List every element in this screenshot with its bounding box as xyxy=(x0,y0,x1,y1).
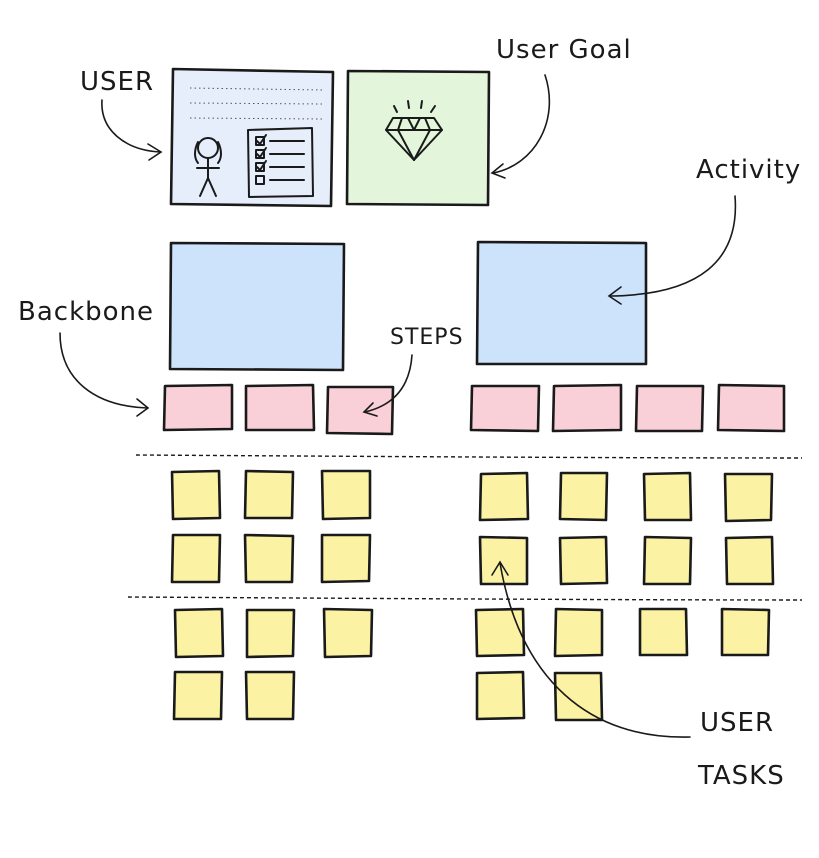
task-card xyxy=(475,670,526,721)
label-backbone: Backbone xyxy=(18,297,154,327)
arrow-user-tasks xyxy=(491,560,691,738)
task-card xyxy=(723,472,774,523)
person-figure-icon xyxy=(194,137,222,197)
task-card xyxy=(553,671,604,722)
step-card xyxy=(469,384,541,433)
task-card xyxy=(170,469,222,521)
activity-card xyxy=(168,241,346,372)
task-card xyxy=(243,533,295,584)
task-card xyxy=(243,469,295,520)
release-divider xyxy=(127,596,803,601)
diamond-icon xyxy=(385,100,443,161)
arrow-backbone xyxy=(59,332,150,417)
release-divider xyxy=(135,454,803,459)
arrow-activity xyxy=(607,195,737,305)
task-card xyxy=(642,535,693,586)
step-card xyxy=(634,384,705,433)
arrow-steps xyxy=(362,354,413,417)
task-card xyxy=(720,607,771,657)
task-card xyxy=(320,533,372,584)
task-card xyxy=(724,535,775,586)
step-card xyxy=(551,383,623,433)
task-card xyxy=(478,535,529,586)
step-card xyxy=(325,385,395,436)
persona-card-icon xyxy=(169,67,335,208)
task-card xyxy=(320,469,372,521)
task-card xyxy=(558,535,609,586)
task-card xyxy=(244,670,296,721)
label-user-tasks-line2: TASKS xyxy=(697,761,785,791)
task-card xyxy=(553,607,604,658)
arrow-user-goal xyxy=(490,74,551,179)
task-cards-release-2 xyxy=(172,607,771,722)
label-activity: Activity xyxy=(696,155,801,185)
task-card xyxy=(638,607,689,657)
task-cards-release-1 xyxy=(170,469,775,586)
label-user: USER xyxy=(80,67,154,97)
label-steps: STEPS xyxy=(390,325,464,350)
arrow-user xyxy=(101,99,163,161)
task-card xyxy=(245,608,296,659)
task-card xyxy=(558,471,609,522)
task-card xyxy=(474,607,526,658)
task-card xyxy=(642,471,693,522)
goal-card xyxy=(345,69,491,207)
step-card xyxy=(244,383,316,432)
checklist-icon xyxy=(247,127,314,198)
label-user-goal: User Goal xyxy=(496,35,632,65)
task-card xyxy=(172,670,224,721)
task-card xyxy=(170,533,222,584)
activity-card xyxy=(475,240,648,366)
task-card xyxy=(478,471,530,522)
task-card xyxy=(322,607,374,659)
step-card xyxy=(162,383,234,432)
label-user-tasks-line1: USER xyxy=(700,708,774,738)
step-card xyxy=(716,383,786,433)
task-card xyxy=(173,607,225,659)
